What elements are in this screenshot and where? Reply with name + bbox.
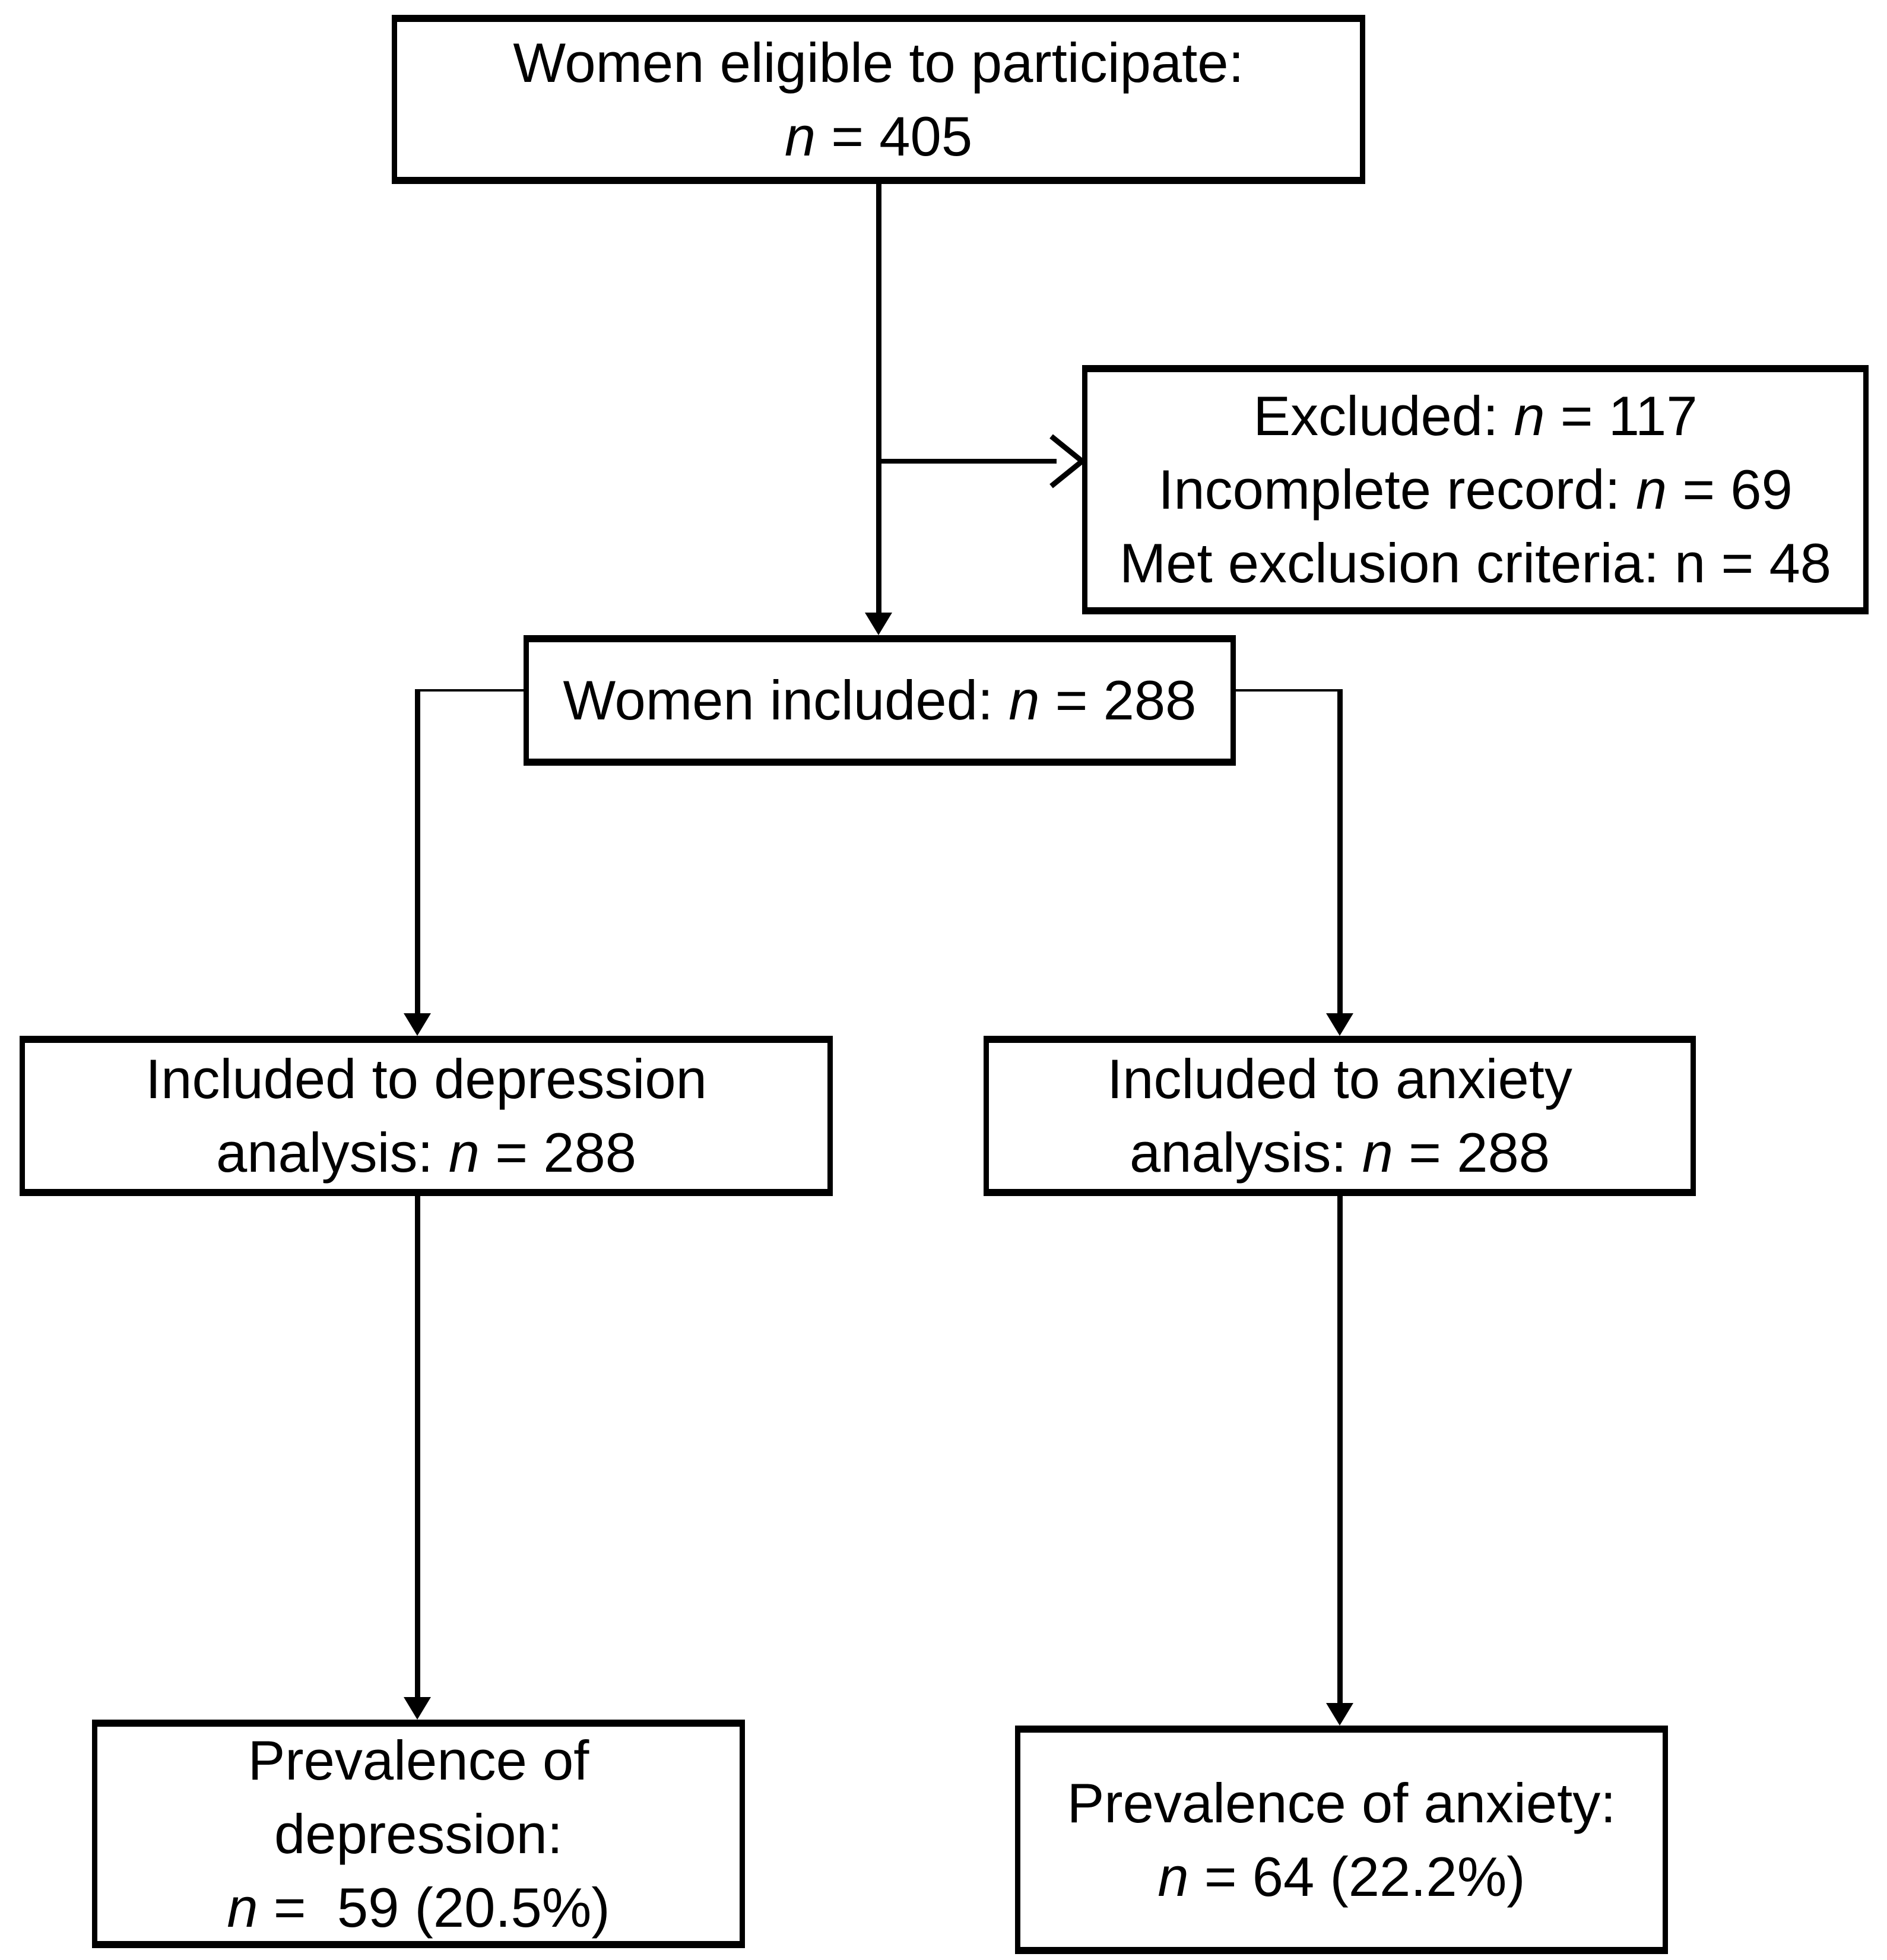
node-anxiety-prevalence: Prevalence of anxiety:n = 64 (22.2%) (1015, 1726, 1668, 1954)
connector-anxiety-analysis-to-prevalence (1337, 1196, 1343, 1703)
connector-included-to-depression-horizontal (417, 689, 524, 692)
arrow-down-icon (1326, 1703, 1353, 1726)
arrow-down-icon (404, 1013, 431, 1036)
node-women-included-text: Women included: n = 288 (563, 669, 1197, 731)
connector-eligible-to-excluded (879, 459, 1057, 464)
node-women-eligible: Women eligible to participate:n = 405 (392, 15, 1365, 184)
node-women-included: Women included: n = 288 (524, 635, 1236, 766)
connector-included-to-depression-vertical (415, 689, 420, 1013)
arrow-down-icon (865, 613, 892, 635)
arrow-down-icon (1326, 1013, 1353, 1036)
node-women-eligible-text: Women eligible to participate:n = 405 (513, 31, 1244, 167)
connector-depression-analysis-to-prevalence (415, 1196, 420, 1697)
arrow-down-icon (404, 1697, 431, 1720)
node-anxiety-prevalence-text: Prevalence of anxiety:n = 64 (22.2%) (1067, 1771, 1616, 1908)
connector-included-to-anxiety-horizontal (1236, 689, 1342, 692)
connector-included-to-anxiety-vertical (1337, 689, 1343, 1013)
connector-eligible-to-included (876, 184, 881, 613)
